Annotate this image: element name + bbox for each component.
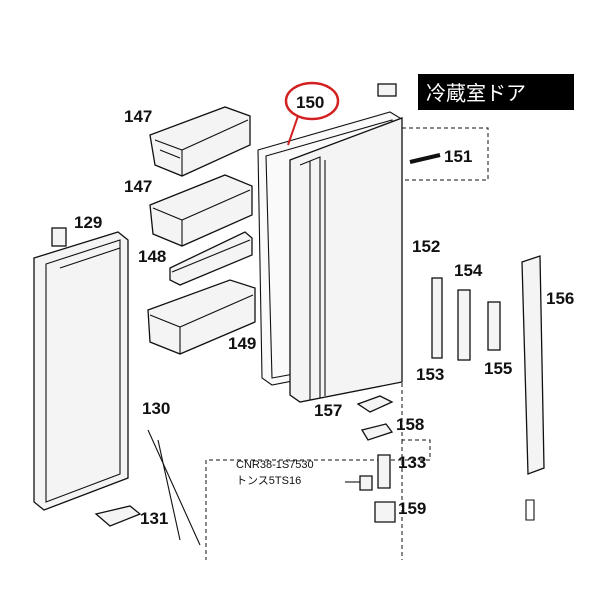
door-top-cap-129 [51,227,67,247]
label-158: 158 [396,415,424,434]
label-147-top: 147 [124,107,152,126]
side-rail-156 [521,255,545,475]
label-157: 157 [314,401,342,420]
highlight-circle-150 [284,81,340,121]
screw-cnr [359,475,373,491]
rod-151 [409,153,441,164]
label-130: 130 [142,399,170,418]
leader-130 [147,429,201,546]
door-bin-149 [147,279,256,355]
label-154: 154 [454,261,483,280]
label-150: 150 [296,93,324,112]
hinge-157 [356,395,394,413]
hinge-pin-133 [377,454,391,489]
door-group-outline [205,127,489,480]
label-149: 149 [228,334,256,353]
note-tonsu: トンス5TS16 [236,475,301,487]
left-door-130 [33,231,129,511]
label-151: 151 [444,147,472,166]
label-156: 156 [546,289,574,308]
door-bin-147-second [149,174,253,247]
label-159: 159 [398,499,426,518]
strip-154 [457,289,471,361]
hinge-131 [94,505,142,527]
label-155: 155 [484,359,512,378]
label-148: 148 [138,247,166,266]
hinge-159 [374,501,396,523]
label-152: 152 [412,237,440,256]
label-129: 129 [74,213,102,232]
label-133: 133 [398,453,426,472]
strip-155 [487,301,501,351]
note-cnr: CNR38-1S7530 [236,459,314,471]
label-153: 153 [416,365,444,384]
leader-130b [157,439,181,541]
door-top-cap [377,83,397,97]
label-147-second: 147 [124,177,152,196]
door-bin-147-top [149,106,251,177]
title-badge: 冷蔵室ドア [418,74,574,110]
door-panel [289,117,403,403]
title-text: 冷蔵室ドア [426,81,526,105]
hinge-158 [360,423,394,441]
small-shelf-148 [169,231,253,286]
highlight-leader-150 [287,115,299,146]
label-131: 131 [140,509,168,528]
strip-153 [431,277,443,359]
screw-156 [525,499,535,521]
